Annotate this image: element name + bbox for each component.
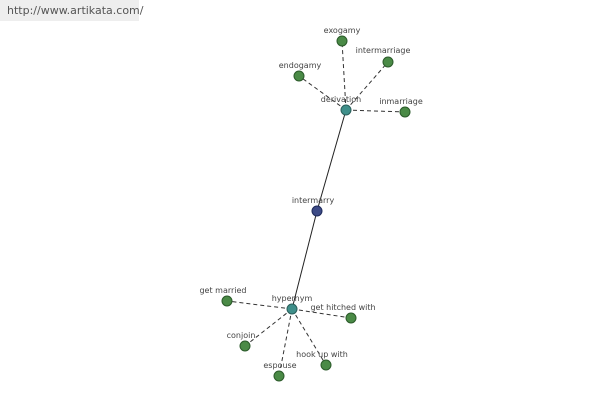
graph-labels: intermarry derivation exogamy intermarriage…: [199, 26, 422, 370]
label-hypernym[interactable]: hypernym: [272, 294, 313, 303]
edge-derivation-inmarriage: [345, 109, 406, 113]
label-exogamy[interactable]: exogamy: [324, 26, 361, 35]
edge-derivation-exogamy: [341, 40, 347, 111]
node-espouse[interactable]: [273, 370, 285, 382]
node-intermarry[interactable]: [311, 205, 323, 217]
edge-hypernym-hook-up-with: [291, 308, 327, 366]
label-hook-up-with[interactable]: hook up with: [296, 350, 348, 359]
graph-edges: [226, 40, 406, 377]
edge-hypernym-get-married: [226, 300, 293, 310]
node-get-hitched-with[interactable]: [345, 312, 357, 324]
label-get-hitched-with[interactable]: get hitched with: [310, 303, 375, 312]
node-exogamy[interactable]: [336, 35, 348, 47]
edge-derivation-endogamy: [298, 75, 347, 111]
source-url[interactable]: http://www.artikata.com/: [0, 0, 143, 21]
label-conjoin[interactable]: conjoin: [227, 331, 256, 340]
edge-intermarry-derivation: [316, 109, 347, 212]
edge-hypernym-espouse: [278, 308, 293, 377]
label-inmarriage[interactable]: inmarriage: [379, 97, 423, 106]
label-espouse[interactable]: espouse: [263, 361, 296, 370]
node-hook-up-with[interactable]: [320, 359, 332, 371]
label-intermarry[interactable]: intermarry: [292, 196, 335, 205]
node-derivation[interactable]: [340, 104, 352, 116]
node-inmarriage[interactable]: [399, 106, 411, 118]
edge-hypernym-get-hitched-with: [291, 308, 352, 319]
label-derivation[interactable]: derivation: [321, 95, 361, 104]
label-get-married[interactable]: get married: [199, 286, 246, 295]
node-conjoin[interactable]: [239, 340, 251, 352]
edge-intermarry-hypernym: [291, 210, 318, 310]
graph-nodes: [221, 35, 411, 382]
edge-hypernym-conjoin: [244, 308, 293, 347]
node-endogamy[interactable]: [293, 70, 305, 82]
node-intermarriage[interactable]: [382, 56, 394, 68]
node-get-married[interactable]: [221, 295, 233, 307]
edge-derivation-intermarriage: [345, 61, 389, 111]
label-endogamy[interactable]: endogamy: [279, 61, 322, 70]
node-hypernym[interactable]: [286, 303, 298, 315]
label-intermarriage[interactable]: intermarriage: [356, 46, 411, 55]
